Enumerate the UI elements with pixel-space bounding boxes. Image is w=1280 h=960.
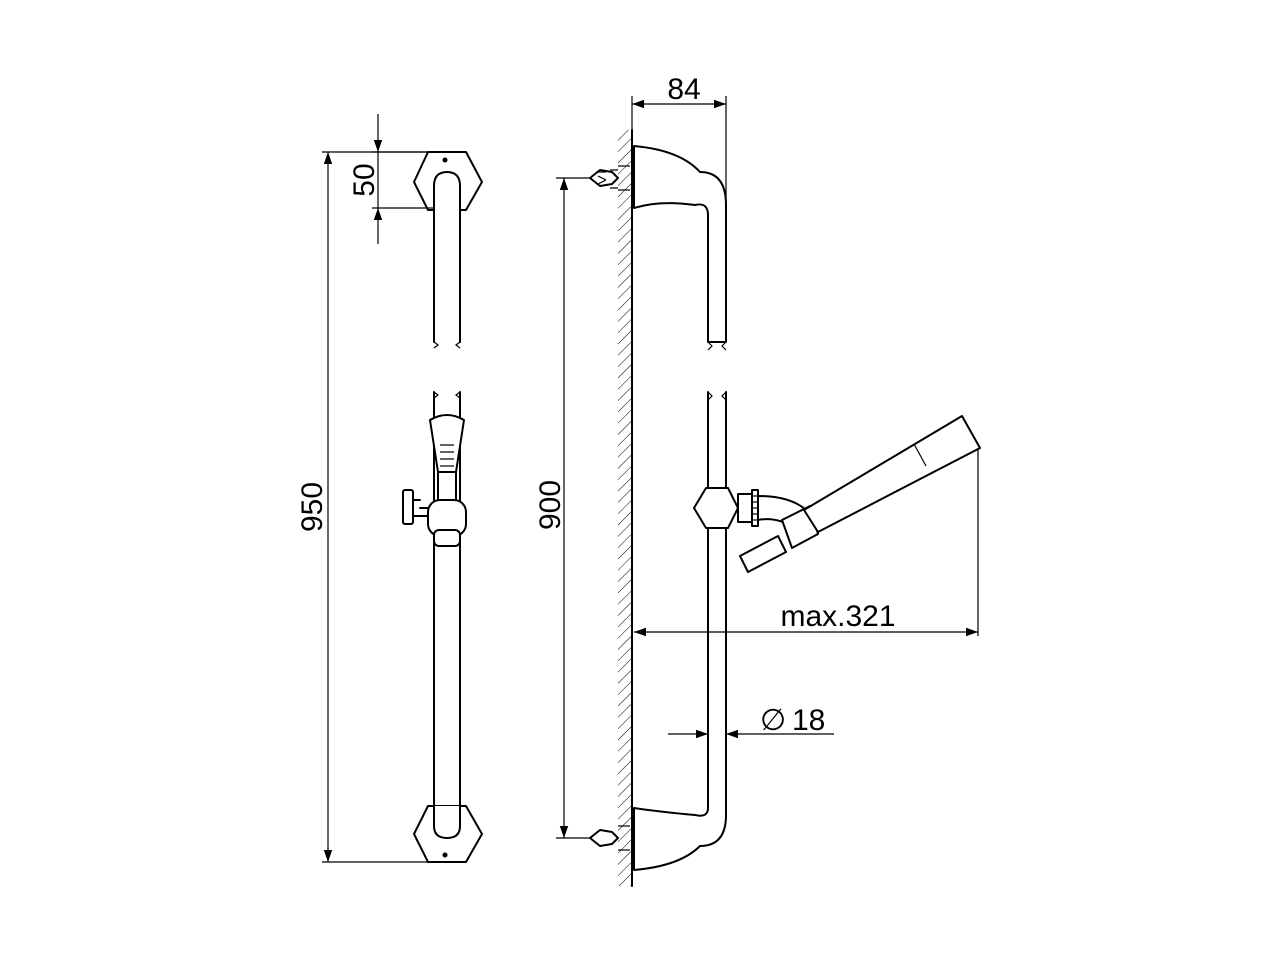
bottom-screw [589, 825, 630, 851]
diameter-symbol: ∅ [760, 704, 786, 737]
side-bottom-bracket [633, 799, 727, 871]
label-max-321: max.321 [780, 600, 895, 633]
side-handshower [739, 415, 981, 573]
front-rail-top [433, 171, 461, 343]
dim-projection: max.321 [634, 448, 979, 637]
label-950: 950 [296, 482, 329, 532]
side-top-bracket [633, 145, 727, 351]
dim-fixing-distance: 900 [534, 177, 590, 839]
bottom-hex-bracket [413, 805, 483, 863]
dim-bracket-height: 50 [348, 114, 434, 244]
front-view: 950 50 [296, 114, 483, 863]
dim-diameter: ∅ 18 [668, 704, 834, 739]
dim-width-top: 84 [631, 73, 727, 205]
label-diameter-18: 18 [792, 704, 825, 737]
label-84: 84 [667, 73, 700, 106]
front-slider [402, 489, 467, 547]
label-900: 900 [534, 480, 567, 530]
wall [618, 129, 633, 887]
top-screw [589, 165, 630, 191]
label-50: 50 [348, 163, 381, 196]
side-view: 84 900 max.321 ∅ 18 [534, 73, 981, 887]
front-handshower [429, 414, 465, 505]
